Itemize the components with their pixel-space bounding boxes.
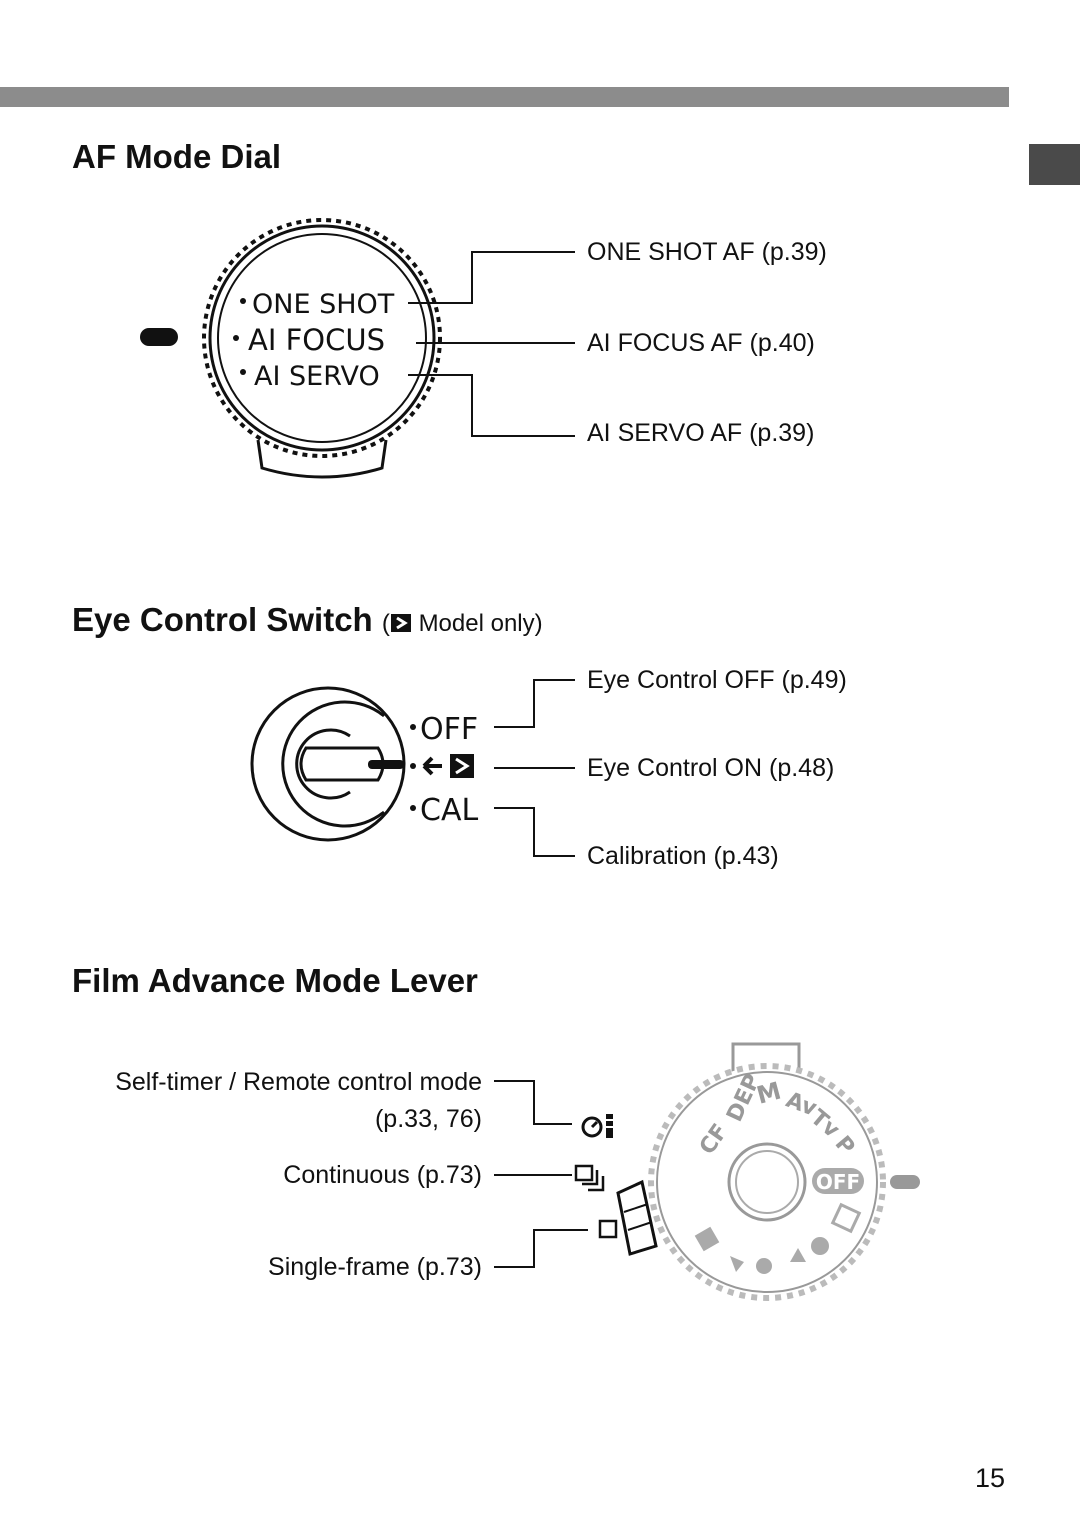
eye-control-switch-figure: OFF CAL (250, 679, 575, 857)
self-timer-icon (581, 1114, 613, 1138)
full-auto-icon (830, 1202, 862, 1234)
callout-one-shot-af: ONE SHOT AF (p.39) (587, 238, 827, 266)
dial-index-mark (140, 328, 178, 346)
mode-off-badge (812, 1168, 864, 1194)
switch-lever[interactable] (299, 746, 385, 782)
chapter-tab (1029, 144, 1080, 185)
af-mode-dial-heading: AF Mode Dial (72, 138, 282, 175)
film-advance-lever-figure: CF DEP M Av Tv P OFF (494, 1042, 920, 1301)
night-portrait-icon (694, 1226, 720, 1252)
leader-one-shot (408, 251, 575, 304)
dial-label-one-shot: ONE SHOT (252, 289, 395, 320)
callout-self-timer-line1: Self-timer / Remote control mode (115, 1068, 482, 1096)
switch-inner-arc (281, 700, 385, 828)
eye-control-on-icon (422, 754, 474, 778)
single-frame-icon (598, 1219, 618, 1239)
eye-control-model-icon (390, 614, 411, 632)
callout-continuous: Continuous (p.73) (283, 1161, 482, 1189)
top-rule-bar (0, 87, 1009, 107)
film-advance-lever[interactable] (616, 1179, 658, 1256)
callout-eye-control-on: Eye Control ON (p.48) (587, 754, 835, 782)
leader-single-frame (494, 1229, 588, 1268)
mode-label-off: OFF (816, 1170, 860, 1194)
switch-position-mark (368, 760, 404, 769)
dial-label-ai-focus: AI FOCUS (248, 323, 385, 357)
mode-dial-index (890, 1175, 920, 1189)
landscape-icon (790, 1248, 806, 1262)
af-mode-dial-figure: ONE SHOT AI FOCUS AI SERVO (140, 218, 575, 479)
leader-self-timer (494, 1080, 572, 1125)
sports-icon (730, 1256, 744, 1272)
film-advance-lever-heading: Film Advance Mode Lever (72, 962, 478, 999)
continuous-shooting-icon (574, 1164, 605, 1192)
leader-ai-servo (408, 374, 575, 437)
dial-inner-ring (217, 233, 427, 443)
eye-control-switch-title: Eye Control Switch (72, 601, 373, 638)
callout-self-timer-line2: (p.33, 76) (374, 1105, 482, 1133)
portrait-icon (811, 1237, 829, 1255)
close-up-icon (756, 1258, 772, 1274)
leader-eye-off (494, 679, 575, 728)
switch-label-cal: CAL (420, 793, 478, 828)
eye-control-switch-heading: Eye Control Switch ( Model only) (72, 601, 543, 639)
page-number: 15 (975, 1463, 1006, 1493)
callout-single-frame: Single-frame (p.73) (268, 1253, 482, 1281)
switch-label-off: OFF (420, 712, 478, 747)
callout-calibration: Calibration (p.43) (587, 842, 779, 870)
callout-ai-servo-af: AI SERVO AF (p.39) (587, 419, 815, 447)
callout-eye-control-off: Eye Control OFF (p.49) (587, 666, 847, 694)
dial-label-ai-servo: AI SERVO (254, 361, 380, 392)
model-only-note: ( Model only) (381, 610, 543, 637)
callout-ai-focus-af: AI FOCUS AF (p.40) (587, 329, 815, 357)
leader-calibration (494, 807, 575, 857)
